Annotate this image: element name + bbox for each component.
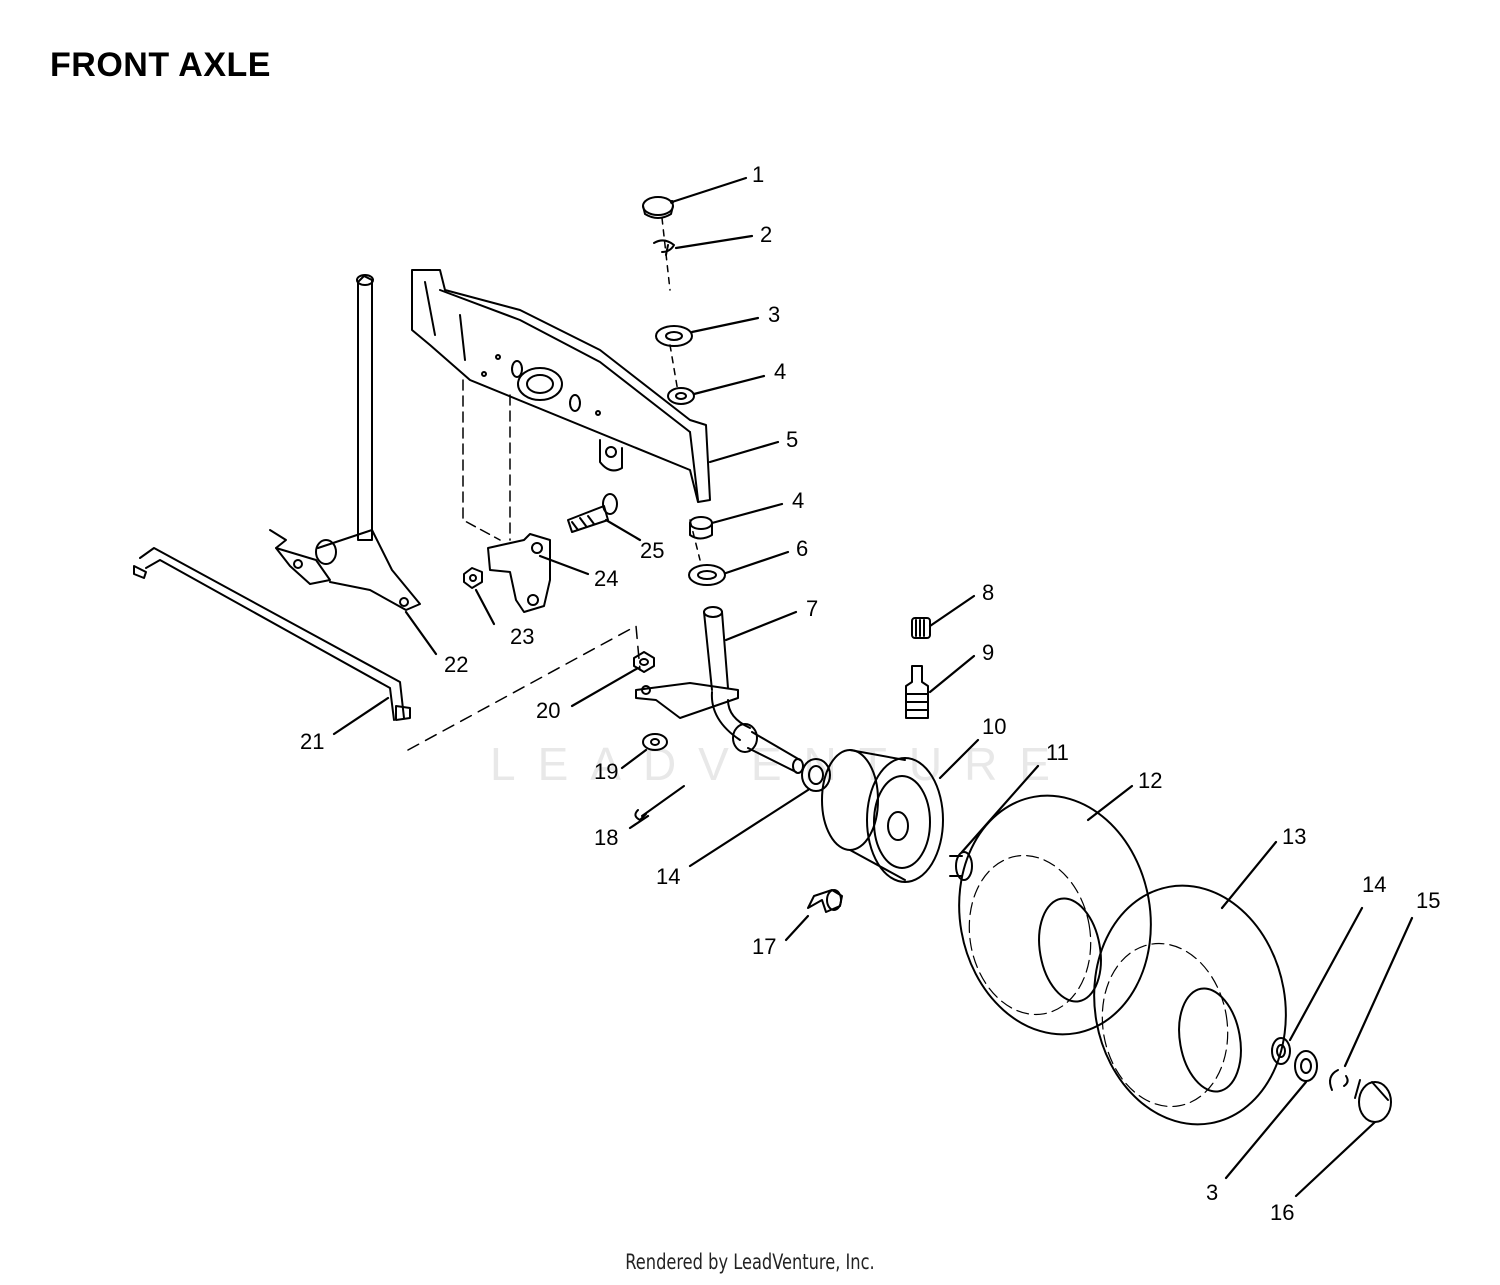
callout-20: 20 <box>536 698 560 723</box>
bushing-part <box>667 387 695 405</box>
lock-nut-part <box>463 567 483 589</box>
callout-14-lower: 14 <box>656 864 680 889</box>
callout-19: 19 <box>594 759 618 784</box>
callout-6: 6 <box>796 536 808 561</box>
e-ring-part <box>1329 1069 1349 1091</box>
cotter-pin-part <box>634 785 685 821</box>
bolt-long-part <box>567 493 618 533</box>
callout-7: 7 <box>806 596 818 621</box>
bracket-part <box>487 533 551 613</box>
callout-13: 13 <box>1282 824 1306 849</box>
rim-part <box>821 749 944 883</box>
callout-2: 2 <box>760 222 772 247</box>
callout-15: 15 <box>1416 888 1440 913</box>
callout-11: 11 <box>1046 740 1069 765</box>
drag-link-part <box>133 547 411 721</box>
valve-cap-part <box>911 617 931 639</box>
callout-1: 1 <box>752 162 764 187</box>
hub-cap-part <box>1354 1079 1392 1123</box>
callout-18: 18 <box>594 825 618 850</box>
steering-arm-part <box>269 274 421 611</box>
spindle-part <box>635 606 804 774</box>
callout-9: 9 <box>982 640 994 665</box>
axle-beam-part <box>411 269 711 503</box>
callout-8: 8 <box>982 580 994 605</box>
callout-23: 23 <box>510 624 534 649</box>
tire-outer-part <box>1093 884 1287 1126</box>
callout-12: 12 <box>1138 768 1162 793</box>
tire-inner-part <box>958 794 1152 1036</box>
washer-right-part <box>1271 1037 1291 1065</box>
washer-lower-part <box>688 564 726 586</box>
bolt-part <box>949 851 973 881</box>
washer-part <box>655 325 693 347</box>
cap-part <box>642 196 674 219</box>
callout-25: 25 <box>640 538 664 563</box>
callout-22: 22 <box>444 652 468 677</box>
washer-right-2-part <box>1294 1050 1318 1082</box>
callout-17: 17 <box>752 934 776 959</box>
callout-24: 24 <box>594 566 618 591</box>
callout-4-lower: 4 <box>792 488 804 513</box>
callout-4: 4 <box>774 359 786 384</box>
callout-5: 5 <box>786 427 798 452</box>
page-title: FRONT AXLE <box>50 46 271 84</box>
nut-part <box>633 651 655 673</box>
callout-10: 10 <box>982 714 1006 739</box>
spacer-washer-part <box>801 758 831 792</box>
callout-16: 16 <box>1270 1200 1294 1225</box>
watermark-text: LEADVENTURE <box>490 738 1072 790</box>
callout-14: 14 <box>1362 872 1386 897</box>
grease-fitting-part <box>807 889 843 913</box>
valve-stem-part <box>905 665 929 719</box>
clip-part <box>653 239 675 256</box>
callout-21: 21 <box>300 729 324 754</box>
callout-3: 3 <box>768 302 780 327</box>
footer-credit: Rendered by LeadVenture, Inc. <box>625 1250 875 1274</box>
callout-3-lower: 3 <box>1206 1180 1218 1205</box>
washer-small-part <box>642 733 668 751</box>
